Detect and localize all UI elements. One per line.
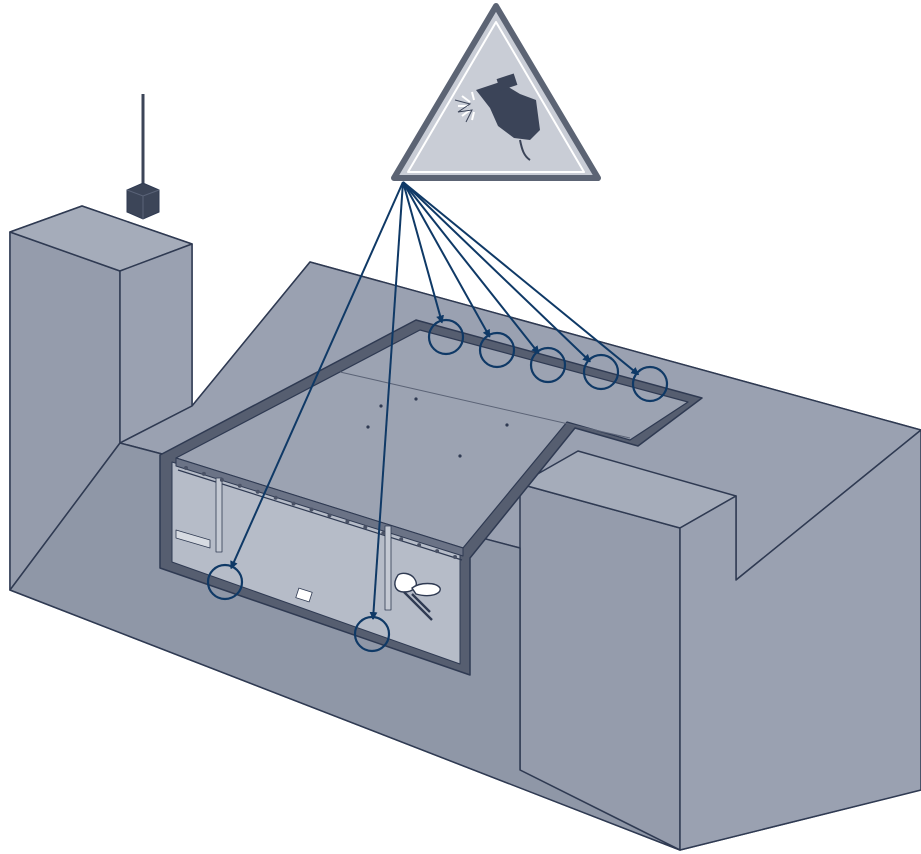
arrow-pointer-icon: [402, 181, 444, 324]
antenna-icon: [126, 94, 160, 220]
wall-label-box: [295, 587, 313, 603]
pit: [159, 319, 703, 676]
spark-icon: [458, 91, 475, 121]
crush-hazard-warning-icon: [391, 3, 601, 181]
hinge-knuckle: [255, 489, 260, 494]
hazard-arrows: [230, 181, 640, 621]
hinge-knuckle: [309, 507, 314, 512]
arrow-pointer-icon: [402, 181, 640, 376]
circle-marker-icon: [353, 615, 391, 653]
circle-marker-icon: [529, 346, 567, 384]
circle-marker-icon: [631, 365, 669, 403]
plate-rivets: [366, 397, 509, 458]
arrow-pointer-icon: [402, 181, 591, 363]
hinge-knuckle: [237, 483, 242, 488]
hinge-knuckle: [417, 543, 422, 548]
support-post-left: [215, 477, 223, 553]
hinge-knuckle: [184, 466, 188, 470]
hinge-knuckle: [399, 537, 404, 542]
hinge-knuckle: [363, 525, 368, 530]
support-post-right: [384, 525, 392, 611]
hinge-knuckles: [184, 466, 457, 559]
hinge-knuckle: [345, 519, 350, 524]
hinge-line: [177, 469, 463, 561]
circle-marker-icon: [478, 331, 516, 369]
arrow-pointer-icon: [369, 181, 404, 621]
hinge-knuckle: [327, 513, 332, 518]
hinge-knuckle: [435, 549, 440, 554]
bracket-left: [175, 529, 211, 549]
arrow-pointer-icon: [230, 181, 404, 570]
hinge-knuckle: [453, 555, 457, 559]
hinge-knuckle: [219, 477, 224, 482]
circle-marker-icon: [206, 563, 244, 601]
spark-outline-icon: [454, 99, 473, 123]
hinge-knuckle: [201, 471, 206, 476]
circle-marker-icon: [427, 318, 465, 356]
arrow-pointer-icon: [402, 181, 491, 338]
crushed-hand-symbol: [476, 73, 540, 161]
circle-marker-icon: [582, 353, 620, 391]
hinge-knuckle: [273, 495, 278, 500]
arrow-pointer-icon: [402, 181, 540, 355]
hinge-knuckle: [291, 501, 296, 506]
hazard-markers: [206, 318, 669, 653]
shears-icon: [394, 572, 441, 621]
hinge-knuckle: [381, 531, 386, 536]
